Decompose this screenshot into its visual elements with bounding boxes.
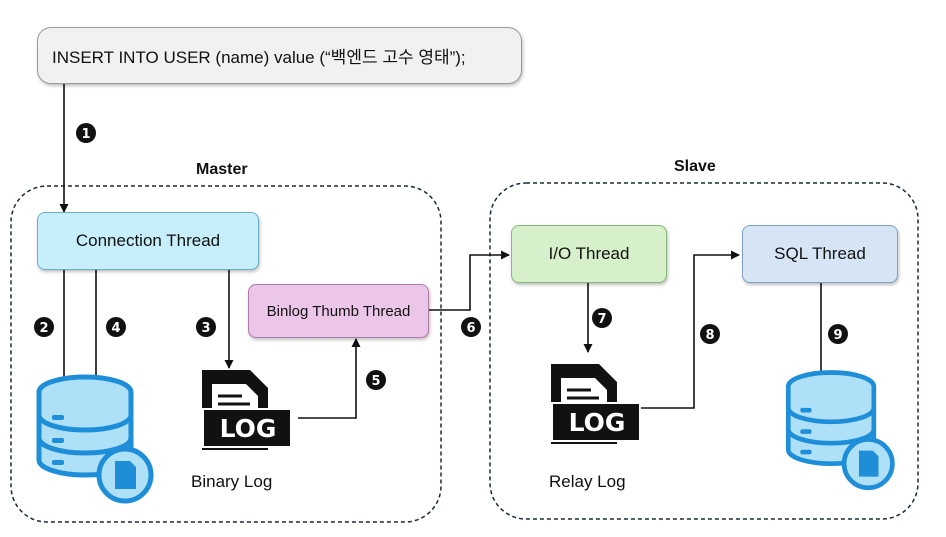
binary-log-icon: LOG xyxy=(198,368,294,452)
step-marker-8: 8 xyxy=(700,324,720,344)
sql-thread-box: SQL Thread xyxy=(742,225,898,283)
svg-text:6: 6 xyxy=(466,321,475,336)
svg-text:4: 4 xyxy=(111,321,120,336)
sql-statement-box: INSERT INTO USER (name) value (“백엔드 고수 영… xyxy=(37,27,522,84)
master-database-icon xyxy=(39,377,151,501)
binlog-thumb-thread-box: Binlog Thumb Thread xyxy=(248,284,429,338)
connection-thread-label: Connection Thread xyxy=(75,231,221,250)
sql-thread-label: SQL Thread xyxy=(774,244,866,263)
arrow-relay-log-to-sql-thread xyxy=(641,250,740,409)
io-thread-box: I/O Thread xyxy=(511,225,667,283)
step-marker-7: 7 xyxy=(592,308,612,328)
slave-database-icon xyxy=(788,373,892,488)
svg-text:LOG: LOG xyxy=(569,408,626,437)
svg-text:7: 7 xyxy=(597,312,606,327)
step-marker-5: 5 xyxy=(366,370,386,390)
step-marker-2: 2 xyxy=(34,317,54,337)
master-group-frame xyxy=(10,185,442,523)
svg-text:8: 8 xyxy=(705,328,714,343)
relay-log-label: Relay Log xyxy=(549,472,626,491)
arrow-binlog-to-io-thread xyxy=(429,250,510,311)
slave-title: Slave xyxy=(674,158,716,175)
sql-statement-text: INSERT INTO USER (name) value (“백엔드 고수 영… xyxy=(52,48,466,67)
step-marker-4: 4 xyxy=(106,317,126,337)
arrow-binary-log-to-binlog-thread xyxy=(298,338,361,419)
svg-text:3: 3 xyxy=(201,321,210,336)
svg-text:2: 2 xyxy=(39,321,48,336)
step-marker-1: 1 xyxy=(76,123,96,143)
binary-log-label: Binary Log xyxy=(191,472,273,491)
step-marker-6: 6 xyxy=(461,317,481,337)
step-marker-9: 9 xyxy=(828,324,848,344)
master-title: Master xyxy=(196,161,248,178)
svg-text:9: 9 xyxy=(833,328,842,343)
svg-text:LOG: LOG xyxy=(220,414,277,443)
svg-text:1: 1 xyxy=(81,127,90,142)
binlog-thumb-thread-label: Binlog Thumb Thread xyxy=(266,302,411,320)
relay-log-icon: LOG xyxy=(547,362,643,446)
io-thread-label: I/O Thread xyxy=(548,244,630,263)
connection-thread-box: Connection Thread xyxy=(37,212,259,270)
svg-text:5: 5 xyxy=(371,374,380,389)
slave-group-frame xyxy=(489,182,919,520)
step-marker-3: 3 xyxy=(196,317,216,337)
